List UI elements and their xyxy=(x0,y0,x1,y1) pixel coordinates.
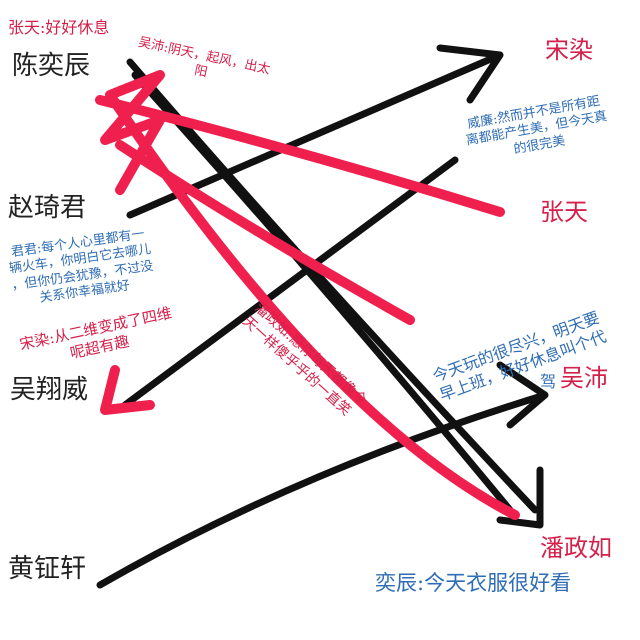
note-yichen: 奕辰:今天衣服很好看 xyxy=(375,571,572,595)
name-huangzhengxuan: 黄钲轩 xyxy=(8,554,87,584)
arrow-to-wuxiangwei xyxy=(121,156,459,409)
name-zhangtian: 张天 xyxy=(540,198,588,226)
red-line-3 xyxy=(115,140,415,325)
arrow-huangzhengxuan-to-wupei xyxy=(96,361,549,589)
name-chenyichen: 陈奕辰 xyxy=(12,51,91,81)
name-panzhengru: 潘政如 xyxy=(540,534,612,562)
red-line-panzhengru xyxy=(100,70,520,520)
note-zhangtian: 张天:好好休息 xyxy=(8,18,110,37)
red-line-zhangtian xyxy=(95,95,505,217)
name-wupei: 吴沛 xyxy=(560,364,608,392)
name-songran: 宋染 xyxy=(545,36,593,64)
line-cross xyxy=(131,71,514,514)
red-arrow-wuxiangwei xyxy=(100,365,155,415)
name-zhaoqijun: 赵琦君 xyxy=(8,193,87,223)
name-wuxiangwei: 吴翔威 xyxy=(10,375,89,405)
note-daijia-last-line: 驾 xyxy=(540,372,557,391)
